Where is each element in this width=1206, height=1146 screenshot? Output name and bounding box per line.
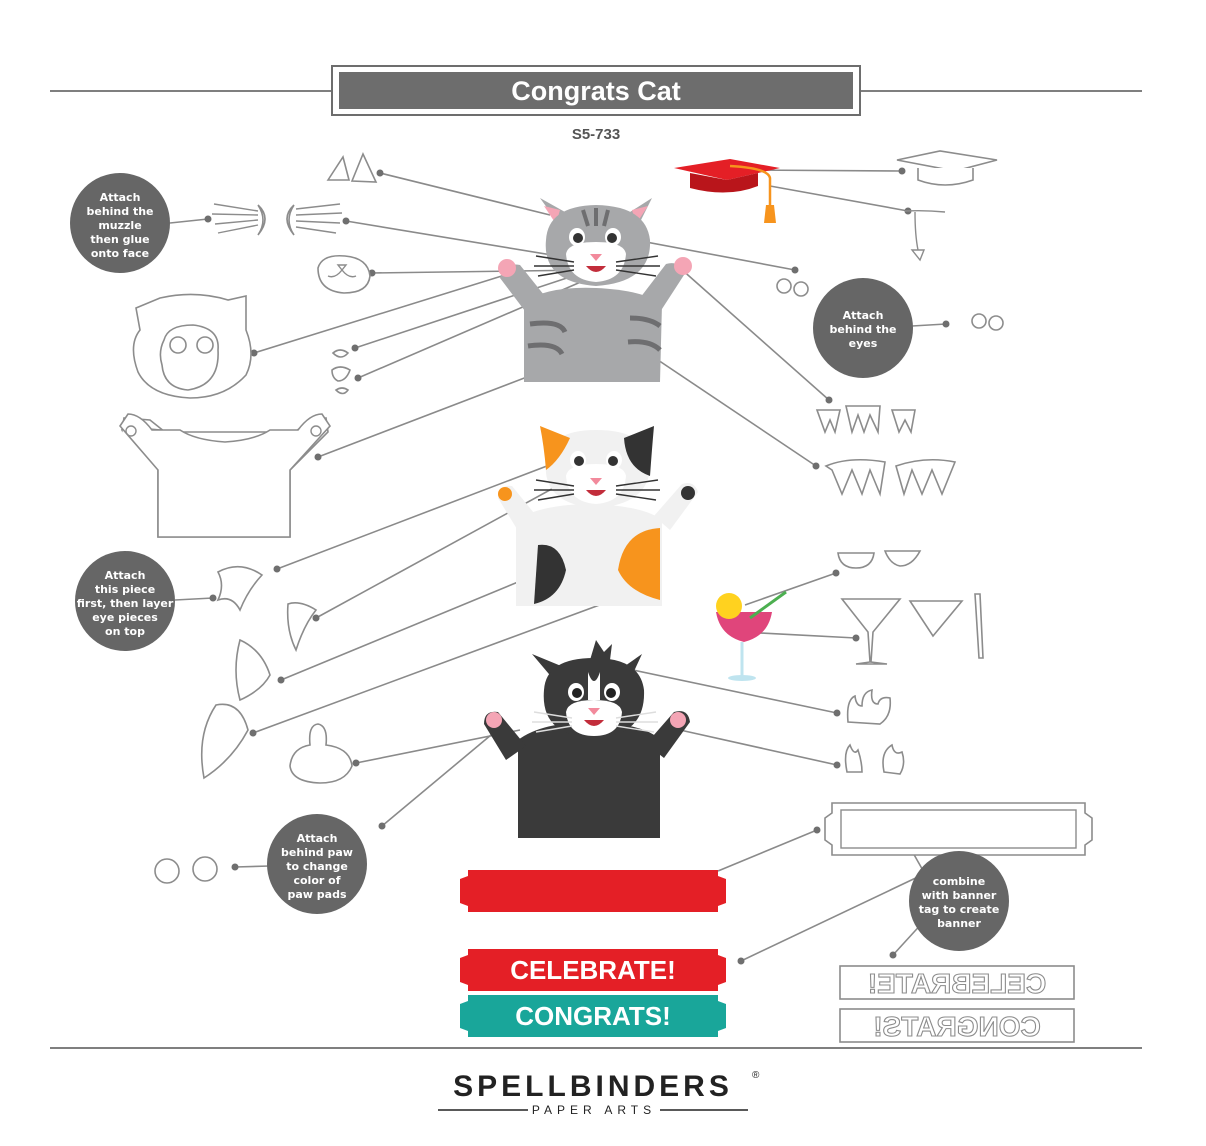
svg-text:on top: on top bbox=[105, 625, 145, 638]
die-eye-pieces bbox=[776, 278, 1004, 331]
svg-text:eye pieces: eye pieces bbox=[92, 611, 158, 624]
footer: SPELLBINDERS ® PAPER ARTS bbox=[50, 1047, 1142, 1117]
die-calico-patches bbox=[200, 565, 318, 780]
svg-text:Attach: Attach bbox=[843, 309, 884, 322]
die-word-stencils: CELEBRATE! CONGRATS! bbox=[839, 965, 1075, 1043]
svg-text:tag to create: tag to create bbox=[919, 903, 1000, 916]
title-bar bbox=[339, 72, 853, 109]
die-grad-cap bbox=[896, 150, 998, 262]
svg-text:then glue: then glue bbox=[90, 233, 149, 246]
die-stripe-pieces bbox=[815, 405, 957, 497]
note-muzzle: Attach behind the muzzle then glue onto … bbox=[70, 173, 170, 273]
die-paw-pads bbox=[154, 856, 218, 884]
banner-congrats-text: CONGRATS! bbox=[515, 1001, 671, 1031]
die-fur-tufts bbox=[844, 688, 905, 775]
svg-text:eyes: eyes bbox=[849, 337, 878, 350]
graduation-cap-illustration bbox=[674, 159, 780, 223]
brand-registered-mark: ® bbox=[752, 1070, 760, 1081]
die-body-piece bbox=[118, 413, 332, 538]
die-drink-pieces bbox=[837, 550, 984, 665]
svg-text:to change: to change bbox=[286, 860, 348, 873]
banner-celebrate: CELEBRATE! bbox=[460, 949, 726, 991]
svg-text:muzzle: muzzle bbox=[98, 219, 141, 232]
svg-text:with banner: with banner bbox=[922, 889, 997, 902]
die-face-piece bbox=[132, 293, 252, 399]
svg-text:behind the: behind the bbox=[829, 323, 896, 336]
svg-text:this piece: this piece bbox=[95, 583, 155, 596]
note-banner: combine with banner tag to create banner bbox=[909, 851, 1009, 951]
svg-text:behind the: behind the bbox=[86, 205, 153, 218]
svg-text:color of: color of bbox=[293, 874, 340, 887]
note-eyes: Attach behind the eyes bbox=[813, 278, 913, 378]
header: Congrats Cat S5-733 bbox=[50, 65, 1142, 143]
svg-text:onto face: onto face bbox=[91, 247, 149, 260]
die-whisker-pieces bbox=[211, 203, 343, 236]
tabby-cat-illustration bbox=[498, 198, 692, 382]
mirrored-congrats-stencil: CONGRATS! bbox=[873, 1011, 1040, 1042]
svg-text:Attach: Attach bbox=[100, 191, 141, 204]
svg-text:Attach: Attach bbox=[105, 569, 146, 582]
svg-text:first, then layer: first, then layer bbox=[77, 597, 174, 610]
svg-text:paw pads: paw pads bbox=[287, 888, 346, 901]
svg-text:Attach: Attach bbox=[297, 832, 338, 845]
die-small-pieces bbox=[331, 349, 351, 395]
svg-text:combine: combine bbox=[933, 875, 985, 888]
cocktail-illustration bbox=[716, 590, 787, 681]
calico-cat-illustration bbox=[498, 426, 698, 606]
mirrored-celebrate-stencil: CELEBRATE! bbox=[868, 968, 1046, 999]
die-muzzle-piece bbox=[317, 254, 371, 294]
die-ear-pieces bbox=[326, 151, 378, 183]
product-code: S5-733 bbox=[572, 126, 620, 143]
die-tuxedo-muzzle bbox=[289, 723, 353, 784]
brand-name: SPELLBINDERS bbox=[453, 1070, 733, 1103]
banner-congrats: CONGRATS! bbox=[460, 995, 726, 1037]
page-title: Congrats Cat bbox=[511, 76, 681, 106]
svg-text:banner: banner bbox=[937, 917, 981, 930]
svg-text:behind paw: behind paw bbox=[281, 846, 353, 859]
die-banner-tag bbox=[824, 802, 1093, 856]
brand-tagline: PAPER ARTS bbox=[532, 1103, 656, 1117]
banner-blank bbox=[460, 870, 726, 912]
note-layer: Attach this piece first, then layer eye … bbox=[75, 551, 175, 651]
note-paw: Attach behind paw to change color of paw… bbox=[267, 814, 367, 914]
tuxedo-cat-illustration bbox=[484, 640, 690, 838]
banner-celebrate-text: CELEBRATE! bbox=[510, 955, 676, 985]
